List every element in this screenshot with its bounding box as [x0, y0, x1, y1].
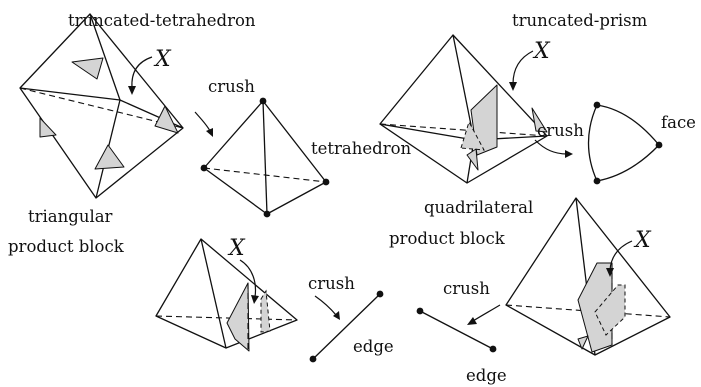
crush-arrow-edge-left — [314, 295, 337, 316]
x-label-truncated-tetrahedron: X — [153, 47, 172, 72]
x-pointer-arrow-prism — [512, 50, 534, 85]
edge-label-left: edge — [353, 337, 394, 356]
truncated-prism-figure — [379, 34, 548, 184]
quadrilateral-label-line2: product block — [389, 229, 506, 248]
crush-label-edge-right: crush — [443, 279, 490, 298]
x-label-triangular: X — [227, 236, 246, 261]
edge-left-figure — [309, 290, 384, 363]
quadrilateral-product-block-figure — [505, 197, 671, 356]
crush-arrow-face — [534, 139, 568, 155]
x-label-quadrilateral: X — [633, 228, 652, 253]
triangular-label-line2: product block — [8, 237, 125, 256]
crush-label-face: crush — [537, 121, 584, 140]
edge-right-figure — [416, 307, 497, 353]
triangular-label-line1: triangular — [28, 207, 113, 226]
triangular-product-block-figure — [155, 238, 298, 352]
x-pointer-arrow-triangular — [239, 259, 257, 298]
crush-arrow-edge-right — [472, 304, 501, 322]
edge-label-right: edge — [466, 366, 507, 385]
x-label-truncated-prism: X — [532, 39, 551, 64]
face-figure — [587, 101, 663, 185]
crush-label-edge-left: crush — [308, 274, 355, 293]
crush-arrow-tetrahedron — [194, 111, 211, 132]
x-pointer-arrow-quadrilateral — [609, 240, 633, 271]
face-label: face — [661, 113, 696, 132]
crush-label-tetrahedron: crush — [208, 77, 255, 96]
truncated-prism-label: truncated-prism — [512, 11, 648, 30]
tetrahedron-figure — [200, 97, 330, 218]
truncated-tetrahedron-figure — [19, 13, 184, 199]
tetrahedron-label: tetrahedron — [311, 139, 412, 158]
truncated-tetrahedron-label: truncated-tetrahedron — [68, 11, 256, 30]
quadrilateral-label-line1: quadrilateral — [424, 198, 533, 217]
x-pointer-arrow — [131, 56, 153, 89]
